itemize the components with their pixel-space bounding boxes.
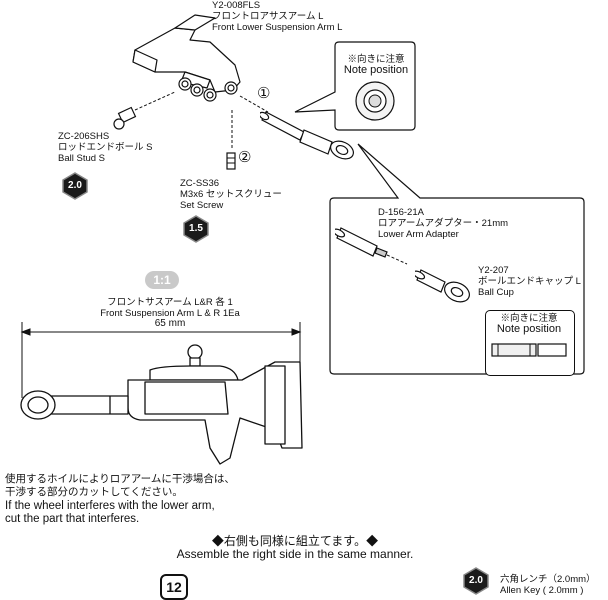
full-arm-label: フロントサスアーム L&R 各 1 Front Suspension Arm L… [40,297,300,319]
warning-en-line2: cut the part that interferes. [5,513,140,525]
arm-part-label: Y2-008FLS フロントロアサスアーム L Front Lower Susp… [212,0,342,33]
length-dimension-label: 65 mm [154,318,186,329]
set-screw-code: ZC-SS36 [180,178,220,189]
adapter-code: D-156-21A [378,207,424,218]
arm-code: Y2-008FLS [212,0,261,11]
note-top-label: ※向きに注意 Note position [338,54,414,76]
step-2-marker: ② [238,149,252,166]
ball-cup-jp: ボールエンドキャップ L [478,276,581,287]
rod-end-drawing [260,111,354,160]
warning-en: If the wheel interferes with the lower a… [5,500,215,526]
set-screw-tool-size: 1.5 [189,223,203,234]
adapter-en: Lower Arm Adapter [378,229,459,240]
tool-legend-label: 六角レンチ（2.0mm） Allen Key ( 2.0mm ) [500,574,596,596]
adapter-label: D-156-21A ロアアームアダプター・21mm Lower Arm Adap… [378,207,508,240]
note-inner-en: Note position [496,323,562,335]
allen-key-legend-icon: 2.0 [463,567,489,595]
ball-cup-icon [415,269,470,303]
ball-cup-code: Y2-207 [478,265,509,276]
note-inner-box [485,310,575,376]
rod-end-position-icon [355,81,395,121]
tool-legend-en: Allen Key ( 2.0mm ) [500,585,584,596]
set-screw-en: Set Screw [180,200,224,211]
ball-stud-label: ZC-206SHS ロッドエンドボール S Ball Stud S [58,131,152,164]
warning-jp: 使用するホイルによりロアアームに干渉場合は、 干渉する部分のカットしてください。 [5,473,235,499]
scale-badge: 1:1 [145,271,179,289]
hex-wrench-1-5-icon: 1.5 [183,215,209,243]
hex-wrench-2-0-icon: 2.0 [62,172,88,200]
ball-stud-en: Ball Stud S [58,153,105,164]
arm-en: Front Lower Suspension Arm L [212,22,343,33]
assemble-en: Assemble the right side in the same mann… [176,547,414,561]
full-arm-jp: フロントサスアーム L&R 各 1 [107,297,233,308]
page-number: 12 [160,574,188,600]
ball-stud-tool-size: 2.0 [68,180,82,191]
ball-cup-position-icon [491,343,567,357]
assemble-jp: ◆右側も同様に組立てます。◆ [211,534,379,548]
note-inner-jp: ※向きに注意 [500,313,558,324]
lower-arm-adapter-icon [335,227,408,265]
allen-key-legend-size: 2.0 [469,575,483,586]
note-top-en: Note position [343,64,409,76]
ball-cup-en: Ball Cup [478,287,514,298]
set-screw-icon [226,152,236,170]
ball-stud-icon [113,106,137,130]
arm-jp: フロントロアサスアーム L [212,11,324,22]
set-screw-jp: セットスクリュー [205,189,282,200]
front-lower-arm-drawing [132,14,241,102]
full-arm-en: Front Suspension Arm L & R 1Ea [100,308,240,319]
ball-stud-jp: ロッドエンドボール S [58,142,153,153]
ball-stud-code: ZC-206SHS [58,131,110,142]
warning-en-line1: If the wheel interferes with the lower a… [5,500,215,512]
note-inner-label: ※向きに注意 Note position [485,313,573,335]
note-top-jp: ※向きに注意 [347,54,405,65]
tool-legend-jp: 六角レンチ（2.0mm） [500,574,596,585]
set-screw-label: ZC-SS36 M3x6 セットスクリュー Set Screw [180,178,282,211]
adapter-jp: ロアアームアダプター・21mm [378,218,509,229]
warning-jp-line1: 使用するホイルによりロアアームに干渉場合は、 [5,473,235,485]
step-1-marker: ① [257,85,271,102]
warning-jp-line2: 干渉する部分のカットしてください。 [5,486,183,498]
full-arm-drawing [20,322,303,465]
set-screw-size: M3x6 [180,189,204,200]
ball-cup-label: Y2-207 ボールエンドキャップ L Ball Cup [478,265,581,298]
